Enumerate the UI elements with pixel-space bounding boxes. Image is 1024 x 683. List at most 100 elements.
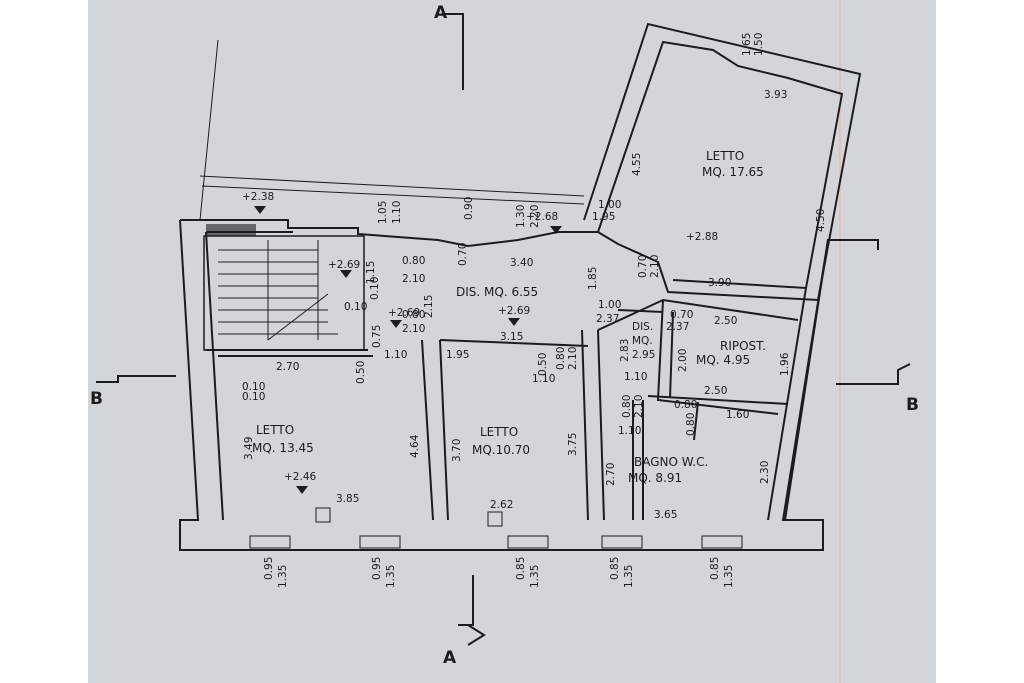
svg-text:0.80: 0.80 [555,347,567,370]
svg-text:1.60: 1.60 [726,409,749,421]
svg-text:1.15: 1.15 [365,261,377,284]
svg-text:0.85: 0.85 [709,557,721,580]
svg-text:1.65: 1.65 [741,33,753,56]
svg-text:2.50: 2.50 [704,385,727,397]
svg-text:2.70: 2.70 [605,463,617,486]
svg-text:2.37: 2.37 [596,313,619,325]
svg-text:2.37: 2.37 [666,321,689,333]
svg-text:3.70: 3.70 [451,439,463,462]
room-area: MQ.10.70 [472,443,530,457]
svg-text:1.05: 1.05 [377,201,389,224]
svg-text:1.95: 1.95 [446,349,469,361]
svg-text:1.96: 1.96 [779,352,791,376]
svg-text:2.70: 2.70 [276,361,299,373]
svg-text:0.80: 0.80 [402,255,425,267]
svg-text:0.50: 0.50 [355,361,367,384]
svg-text:1.10: 1.10 [618,425,641,437]
site-line [199,39,219,221]
room-area: MQ. 8.91 [628,471,682,485]
room-label: LETTO [256,423,294,437]
svg-text:2.20: 2.20 [529,205,541,228]
floor-plan: LETTO MQ. 17.65 DIS. MQ. 6.55 DIS. MQ. 2… [90,0,919,683]
section-label-a-top: A [434,3,448,23]
level-mark: +2.88 [686,231,718,243]
svg-text:0.80: 0.80 [621,395,633,418]
svg-text:0.95: 0.95 [371,557,383,580]
svg-text:2.10: 2.10 [633,395,645,418]
svg-text:3.75: 3.75 [567,433,579,456]
level-marks: +2.38 +2.68 +2.88 +2.69 +2.69 +2.69 +2.4… [242,191,718,494]
level-mark: +2.46 [284,471,316,483]
room-area: MQ. 13.45 [252,441,314,455]
svg-text:3.49: 3.49 [243,437,255,460]
svg-text:2.10: 2.10 [567,347,579,370]
room-label: DIS. MQ. 6.55 [456,285,538,299]
svg-text:1.35: 1.35 [623,565,635,588]
svg-text:0.70: 0.70 [637,255,649,278]
svg-text:0.70: 0.70 [670,309,693,321]
room-label: MQ. [632,335,653,347]
svg-text:3.85: 3.85 [336,493,359,505]
windows [249,507,743,549]
room-label: DIS. [632,321,653,333]
svg-text:0.95: 0.95 [263,557,275,580]
svg-text:1.35: 1.35 [723,565,735,588]
room-label: LETTO [706,149,744,163]
room-label: RIPOST. [720,339,766,353]
svg-text:1.35: 1.35 [529,565,541,588]
svg-text:4.55: 4.55 [631,153,643,176]
svg-text:0.10: 0.10 [242,391,265,403]
svg-text:2.30: 2.30 [759,461,771,484]
svg-text:2.00: 2.00 [677,349,689,372]
svg-text:0.10: 0.10 [344,301,367,313]
svg-text:2.50: 2.50 [714,315,737,327]
dimensions: 3.93 3.90 1.00 1.95 0.80 2.10 3.40 0.80 … [242,89,787,521]
svg-text:2.62: 2.62 [490,499,513,511]
svg-text:0.85: 0.85 [609,557,621,580]
site-line [199,175,585,197]
svg-text:1.10: 1.10 [384,349,407,361]
staircase [203,224,365,351]
room-area: MQ. 17.65 [702,165,764,179]
svg-text:3.65: 3.65 [654,509,677,521]
svg-text:0.80: 0.80 [402,309,425,321]
svg-text:3.93: 3.93 [764,89,787,101]
level-mark: +2.69 [388,307,420,319]
svg-text:2.15: 2.15 [423,295,435,318]
svg-text:1.30: 1.30 [515,205,527,228]
svg-text:0.10: 0.10 [242,381,265,393]
svg-text:0.75: 0.75 [371,325,383,348]
svg-text:0.85: 0.85 [515,557,527,580]
svg-text:1.35: 1.35 [385,565,397,588]
svg-text:1.95: 1.95 [592,211,615,223]
svg-text:0.80: 0.80 [685,413,697,436]
svg-text:2.10: 2.10 [402,323,425,335]
svg-text:2.83: 2.83 [619,339,631,362]
section-label-a-bottom: A [443,648,457,668]
level-mark: +2.68 [526,211,558,223]
room-label: BAGNO W.C. [634,455,708,469]
room-label: LETTO [480,425,518,439]
svg-text:3.90: 3.90 [708,277,731,289]
svg-text:0.90: 0.90 [463,197,475,220]
svg-text:1.50: 1.50 [753,33,765,56]
svg-text:0.70: 0.70 [457,243,469,266]
floor-plan-sheet: LETTO MQ. 17.65 DIS. MQ. 6.55 DIS. MQ. 2… [88,0,936,683]
section-markers [96,13,911,646]
room-area: 2.95 [632,349,655,361]
svg-text:3.15: 3.15 [500,331,523,343]
level-mark: +2.69 [498,305,530,317]
site-line [201,185,585,205]
section-label-b-left: B [90,389,103,409]
svg-text:1.00: 1.00 [598,299,621,311]
svg-text:4.64: 4.64 [409,434,421,458]
svg-text:3.40: 3.40 [510,257,533,269]
svg-text:2.10: 2.10 [402,273,425,285]
svg-text:1.35: 1.35 [277,565,289,588]
svg-text:0.80: 0.80 [674,399,697,411]
svg-text:1.10: 1.10 [624,371,647,383]
svg-text:1.85: 1.85 [587,267,599,290]
svg-text:4.50: 4.50 [815,209,827,232]
vertical-dimensions: 1.65 1.50 4.55 4.50 1.05 1.10 0.90 1.30 … [243,33,827,588]
level-mark: +2.69 [328,259,360,271]
